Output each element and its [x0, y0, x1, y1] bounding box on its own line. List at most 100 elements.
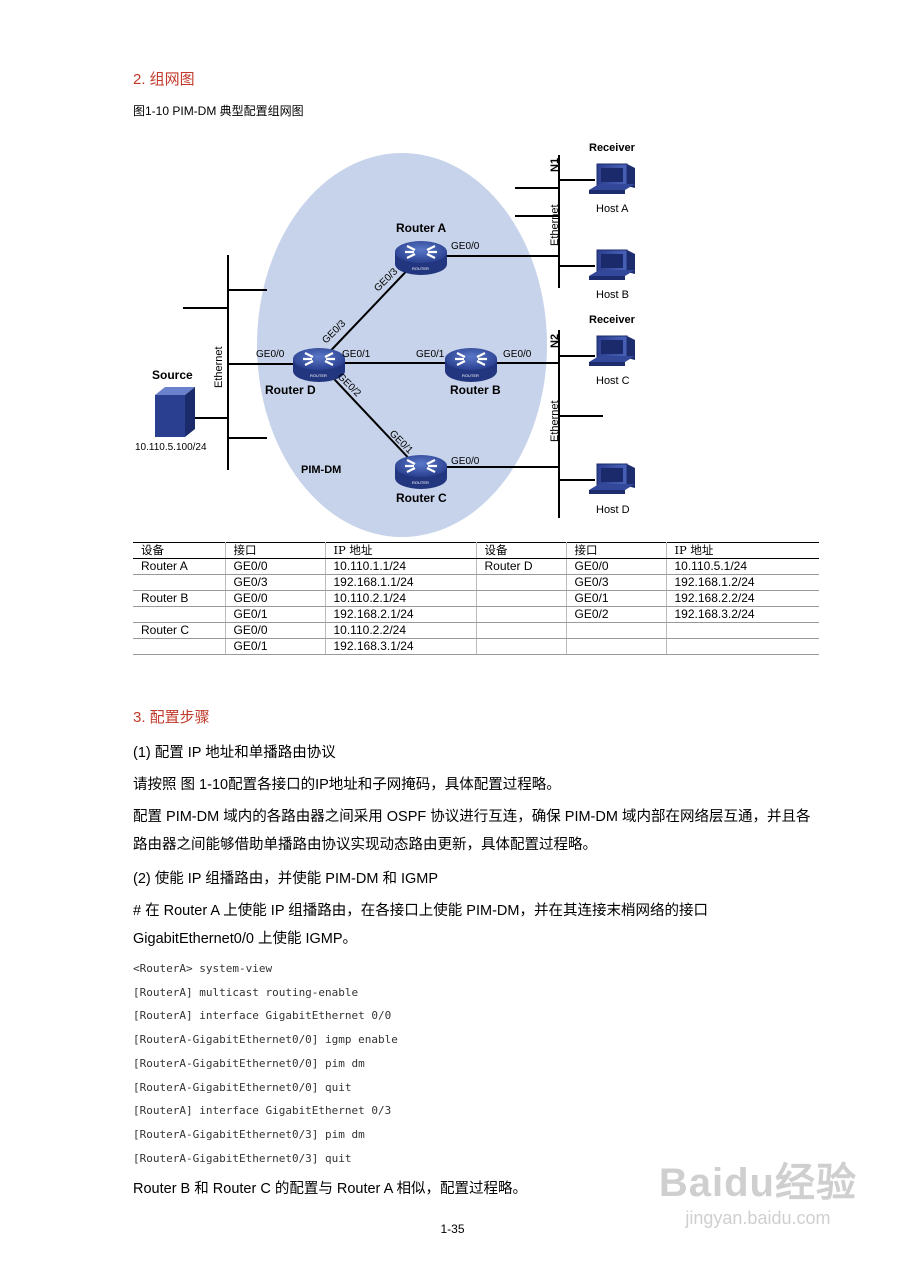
router-b-ge0-1: GE0/1: [416, 349, 445, 360]
table-header-row: 设备 接口 IP 地址 设备 接口 IP 地址: [133, 542, 819, 559]
paragraph-1: 请按照 图 1-10配置各接口的IP地址和子网掩码，具体配置过程略。: [133, 777, 561, 793]
header-interface-2: 接口: [565, 542, 666, 559]
router-d-ge0-0: GE0/0: [256, 349, 285, 360]
host-c-role: Receiver: [589, 314, 636, 326]
table-row: GE0/1 192.168.2.1/24 GE0/2 192.168.3.2/2…: [133, 606, 819, 623]
table-cell: Router C: [133, 622, 225, 639]
host-a-label: Host A: [596, 203, 629, 215]
table-cell: 10.110.2.2/24: [324, 622, 476, 639]
paragraph-2: 配置 PIM-DM 域内的各路由器之间采用 OSPF 协议进行互连，确保 PIM…: [133, 809, 811, 853]
table-cell: 10.110.5.1/24: [665, 558, 819, 575]
table-cell: GE0/1: [224, 638, 325, 655]
watermark-brand: Baidu经验: [658, 1161, 857, 1205]
router-a-icon-text: ROUTER: [412, 266, 429, 271]
header-ip-2: IP 地址: [665, 542, 819, 559]
section-title-config: 3. 配置步骤: [133, 709, 210, 726]
table-cell: [565, 638, 666, 655]
table-cell: GE0/0: [224, 558, 325, 575]
right-ethernet-n1: [515, 155, 595, 288]
router-b-label: Router B: [450, 383, 501, 397]
code-line: [RouterA-GigabitEthernet0/0] igmp enable: [133, 1033, 398, 1047]
router-d-icon-text: ROUTER: [310, 373, 327, 378]
table-cell: [565, 622, 666, 639]
code-line: <RouterA> system-view: [133, 962, 273, 975]
header-device-2: 设备: [475, 542, 566, 559]
host-b-icon: [588, 249, 636, 281]
page-number: 1-35: [440, 1222, 465, 1236]
code-line: [RouterA-GigabitEthernet0/0] quit: [133, 1080, 352, 1094]
watermark-url: jingyan.baidu.com: [685, 1208, 831, 1228]
table-row: Router B GE0/0 10.110.2.1/24 GE0/1 192.1…: [133, 590, 819, 607]
table-cell: GE0/0: [565, 558, 666, 575]
table-cell: GE0/3: [565, 574, 666, 591]
table-row: GE0/1 192.168.3.1/24: [133, 638, 819, 655]
table-cell: 192.168.1.1/24: [324, 574, 476, 591]
router-a-label: Router A: [396, 221, 447, 235]
host-c-icon: [588, 335, 636, 367]
router-d-ge0-1: GE0/1: [342, 349, 371, 360]
table-row: Router A GE0/0 10.110.1.1/24 Router D GE…: [133, 558, 819, 575]
table-cell: [475, 606, 566, 623]
table-cell: 10.110.2.1/24: [324, 590, 476, 607]
table-cell: GE0/0: [224, 590, 325, 607]
header-ip-1: IP 地址: [324, 542, 476, 559]
router-c-ge0-0: GE0/0: [451, 456, 480, 467]
n2-label: N2: [549, 334, 561, 348]
router-c-icon-text: ROUTER: [412, 480, 429, 485]
router-b-icon-text: ROUTER: [462, 373, 479, 378]
n2-ethernet-label: Ethernet: [549, 400, 561, 442]
table-cell: GE0/0: [224, 622, 325, 639]
ip-address-table: 设备 接口 IP 地址 设备 接口 IP 地址 Router A GE0/0 1…: [133, 542, 819, 655]
table-cell: GE0/1: [224, 606, 325, 623]
code-line: [RouterA] interface GigabitEthernet 0/0: [133, 1009, 392, 1023]
code-line: [RouterA] interface GigabitEthernet 0/3: [133, 1104, 392, 1118]
table-cell: [133, 638, 225, 655]
paragraph-3: # 在 Router A 上使能 IP 组播路由，在各接口上使能 PIM-DM，…: [133, 903, 708, 947]
table-cell: Router A: [133, 558, 225, 575]
host-d-icon: [588, 463, 636, 495]
table-cell: 192.168.2.1/24: [324, 606, 476, 623]
pim-dm-label: PIM-DM: [301, 464, 341, 476]
network-diagram: Ethernet Source 10.110.5.100/24 N1 Ether…: [135, 142, 636, 537]
left-ethernet-label: Ethernet: [213, 346, 225, 388]
section-title: 2. 组网图: [133, 71, 195, 88]
step-2-heading: (2) 使能 IP 组播路由，并使能 PIM-DM 和 IGMP: [133, 871, 439, 887]
table-cell: Router B: [133, 590, 225, 607]
source-server-icon: [155, 387, 195, 437]
table-cell: GE0/3: [224, 574, 325, 591]
baidu-watermark: Baidu经验 jingyan.baidu.com: [659, 1150, 857, 1229]
pim-dm-domain: [257, 153, 547, 537]
table-row: GE0/3 192.168.1.1/24 GE0/3 192.168.1.2/2…: [133, 574, 819, 591]
table-cell: [133, 574, 225, 591]
table-cell: [475, 622, 566, 639]
table-cell: [133, 606, 225, 623]
router-d-label: Router D: [265, 383, 316, 397]
table-cell: 192.168.1.2/24: [665, 574, 819, 591]
table-cell: GE0/2: [565, 606, 666, 623]
table-cell: Router D: [475, 558, 566, 575]
n1-label: N1: [549, 158, 561, 172]
table-cell: GE0/1: [565, 590, 666, 607]
host-c-label: Host C: [596, 375, 630, 387]
table-cell: [475, 590, 566, 607]
table-cell: 192.168.3.2/24: [665, 606, 819, 623]
table-cell: 192.168.2.2/24: [665, 590, 819, 607]
step-1-heading: (1) 配置 IP 地址和单播路由协议: [133, 745, 336, 761]
table-cell: [475, 638, 566, 655]
table-cell: 192.168.3.1/24: [324, 638, 476, 655]
router-a-ge0-0: GE0/0: [451, 241, 480, 252]
host-b-label: Host B: [596, 289, 629, 301]
header-device-1: 设备: [133, 542, 225, 559]
table-row: Router C GE0/0 10.110.2.2/24: [133, 622, 819, 639]
router-c-label: Router C: [396, 491, 447, 505]
host-d-label: Host D: [596, 504, 630, 516]
code-line: [RouterA-GigabitEthernet0/3] quit: [133, 1151, 352, 1165]
code-line: [RouterA-GigabitEthernet0/3] pim dm: [133, 1127, 365, 1141]
router-b-ge0-0: GE0/0: [503, 349, 532, 360]
host-a-role: Receiver: [589, 142, 636, 154]
code-line: [RouterA] multicast routing-enable: [133, 985, 359, 999]
table-cell: [665, 638, 819, 655]
source-ip: 10.110.5.100/24: [135, 442, 207, 453]
host-a-icon: [588, 163, 636, 195]
right-ethernet-n2: [515, 330, 603, 518]
